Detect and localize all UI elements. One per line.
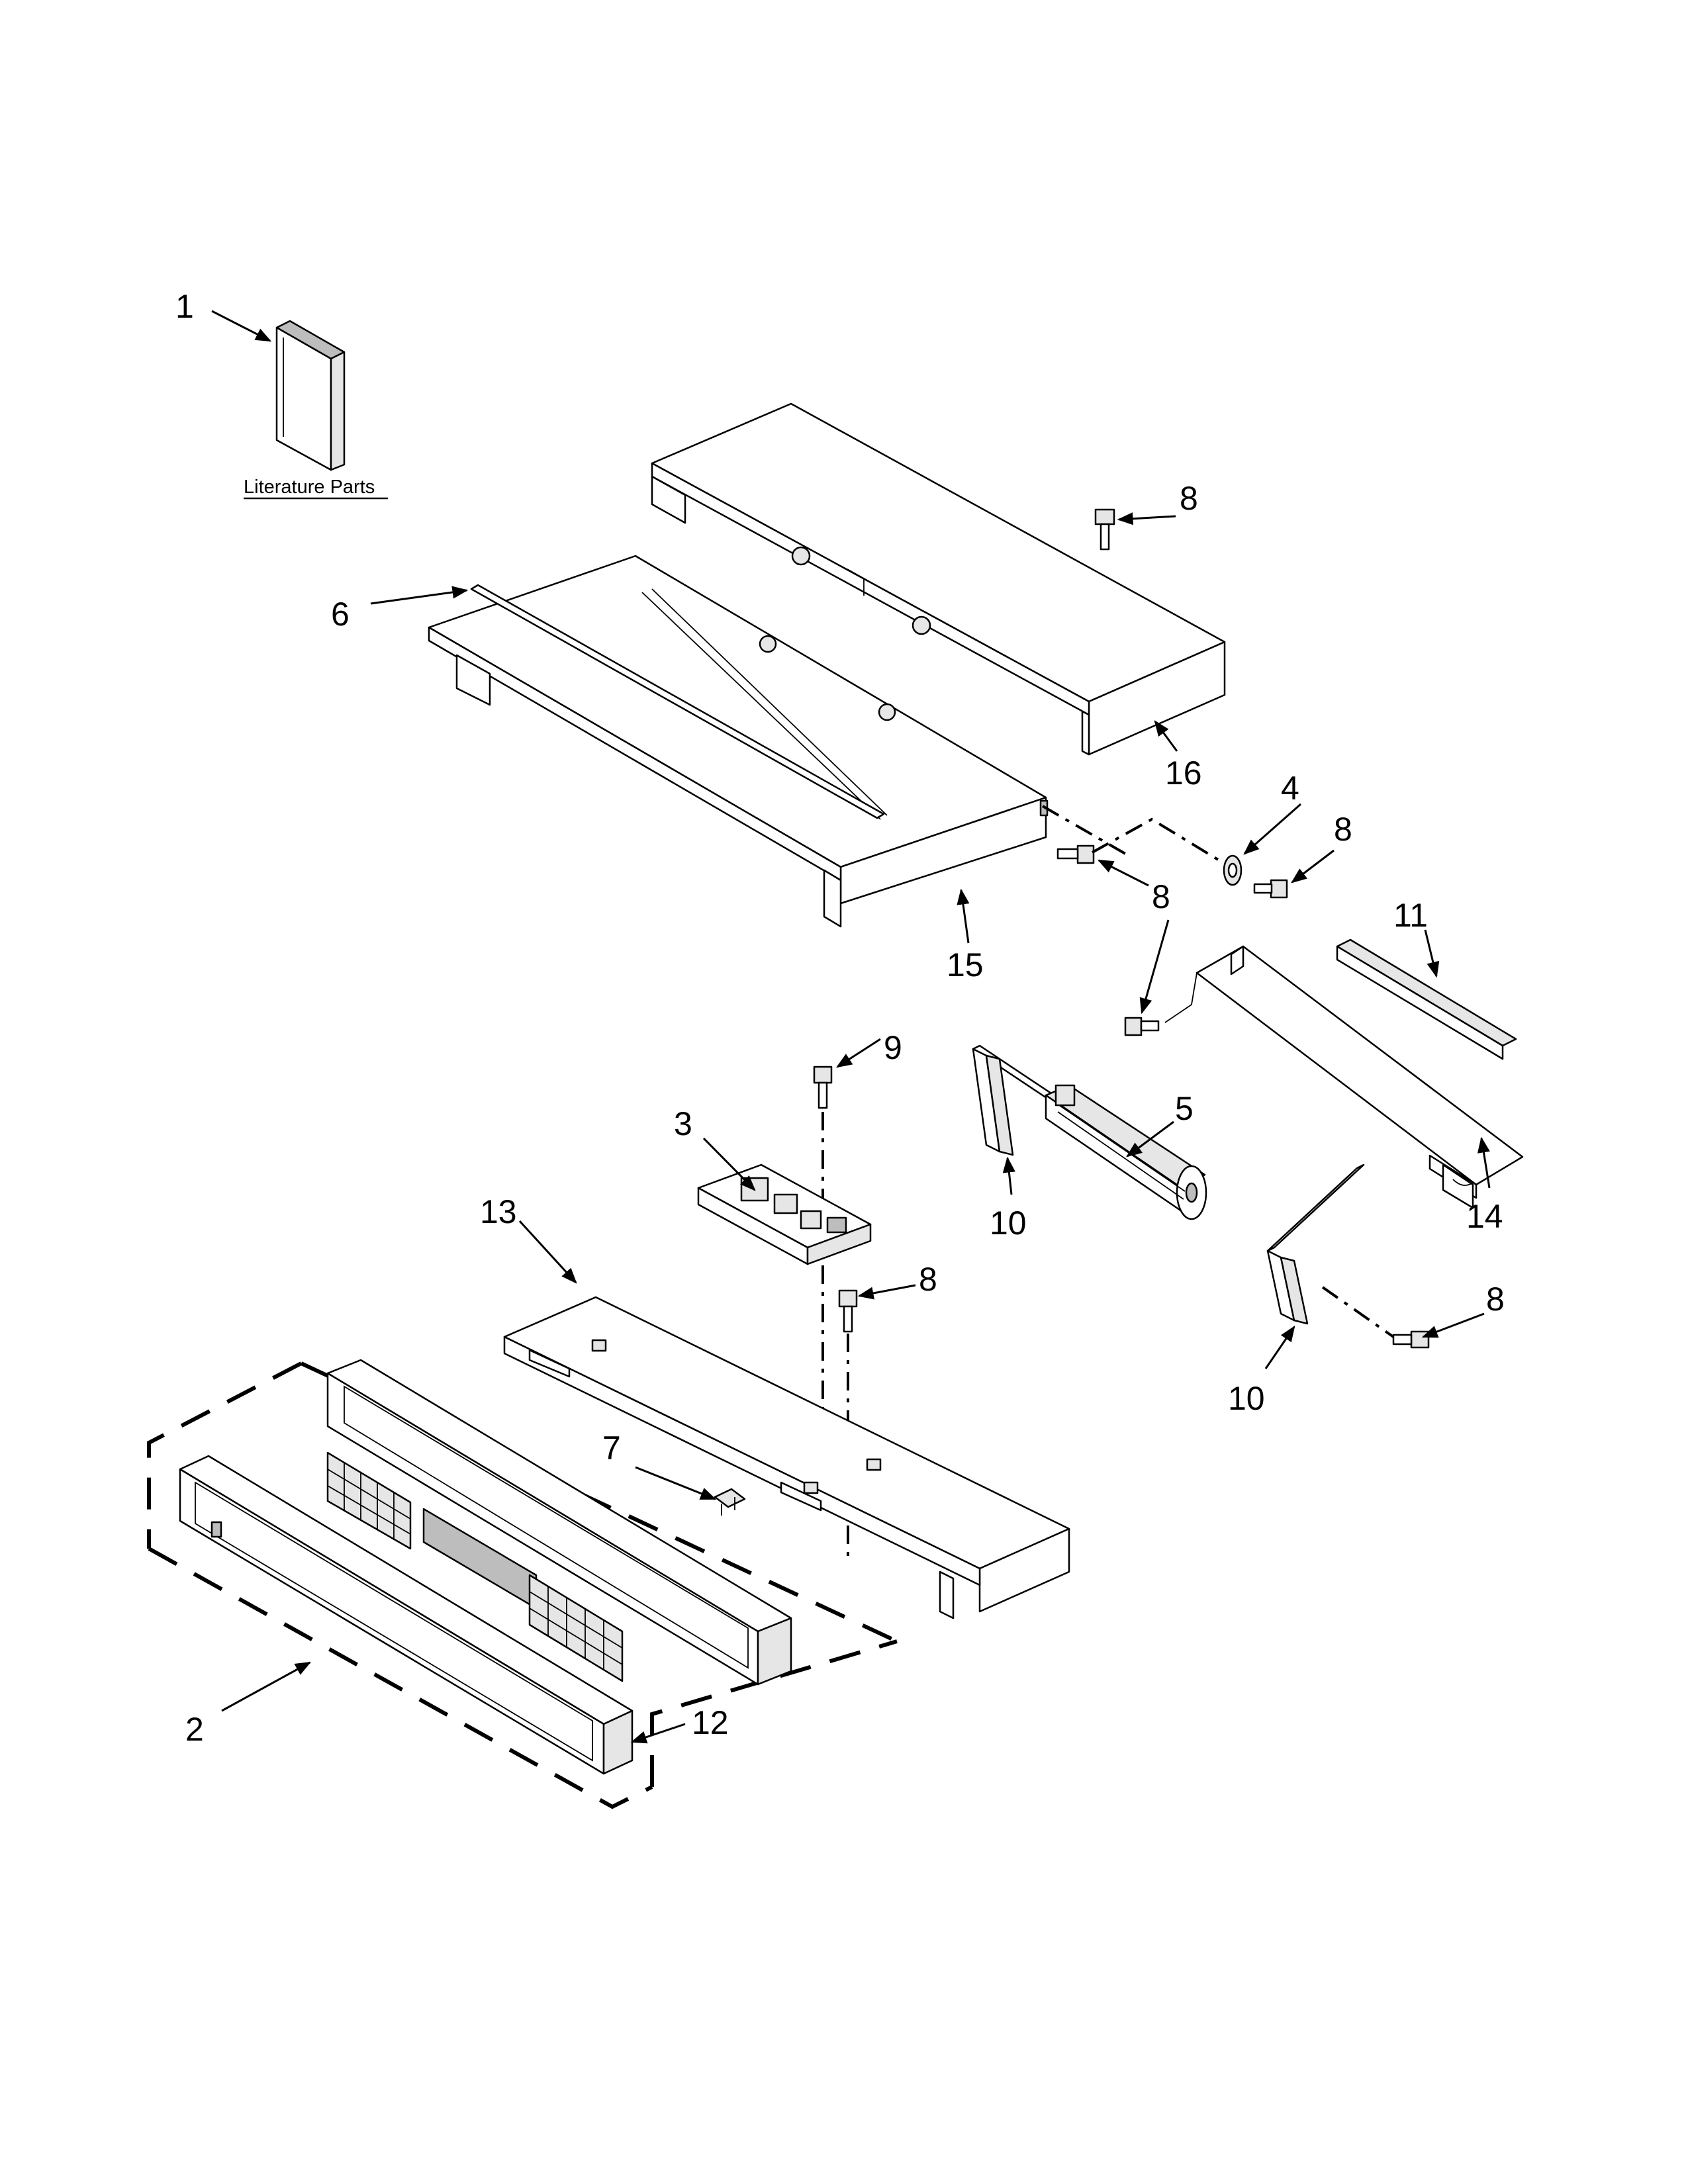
callout-10: 10	[990, 1205, 1027, 1242]
callout-12: 12	[692, 1704, 729, 1741]
screw-icon	[1094, 508, 1115, 551]
leader-8c	[1097, 859, 1149, 887]
callout-8: 8	[1486, 1281, 1505, 1318]
touchpad-overlay-part-12	[326, 1359, 792, 1686]
assembly-line	[1321, 1286, 1395, 1338]
washer-icon	[1223, 854, 1243, 886]
callout-16: 16	[1165, 754, 1202, 792]
leader-15	[957, 888, 970, 944]
callout-7: 7	[602, 1430, 621, 1467]
leader-11	[1424, 929, 1440, 978]
insulation-strip-part-11	[1336, 938, 1517, 1060]
leader-5	[1126, 1120, 1174, 1158]
callout-15: 15	[947, 946, 984, 983]
leader-3	[702, 1137, 756, 1191]
rear-panel-part-16	[651, 402, 1226, 756]
blower-fan-part-5	[1045, 1084, 1207, 1220]
leader-16	[1154, 720, 1178, 752]
callout-14: 14	[1466, 1198, 1503, 1235]
callout-8: 8	[919, 1261, 937, 1298]
bracket-part-14	[1164, 945, 1524, 1209]
switch-part-7	[714, 1488, 746, 1516]
screw-icon	[1056, 844, 1095, 864]
mounting-hole-icon	[878, 703, 896, 721]
leader-6	[370, 586, 469, 605]
leader-14	[1477, 1136, 1491, 1189]
leader-2	[221, 1661, 312, 1712]
leader-12	[630, 1723, 686, 1744]
assembly-outline	[147, 1361, 303, 1549]
top-panel-part-15	[428, 555, 1049, 928]
callout-6: 6	[331, 596, 350, 633]
fan-bracket-part-10	[972, 1044, 1060, 1156]
screw-icon	[1124, 1017, 1160, 1036]
assembly-line	[1092, 817, 1226, 865]
callout-3: 3	[674, 1105, 692, 1142]
leader-8d	[1139, 919, 1170, 1015]
leader-8b	[1291, 849, 1335, 884]
mounting-hole-icon	[759, 635, 777, 653]
callout-8: 8	[1180, 480, 1198, 517]
assembly-outline	[148, 1547, 653, 1809]
mounting-hole-icon	[912, 615, 931, 635]
keypad-grid-icon	[326, 1451, 412, 1550]
callout-2: 2	[185, 1711, 204, 1748]
screw-icon	[1253, 879, 1288, 899]
callout-10: 10	[1228, 1380, 1265, 1417]
leader-4	[1243, 803, 1301, 855]
leader-8a	[1117, 512, 1176, 525]
leader-8f	[1421, 1312, 1485, 1338]
mounting-hole-icon	[791, 546, 811, 566]
assembly-line	[1042, 805, 1126, 855]
literature-parts-label: Literature Parts	[244, 477, 375, 498]
callout-4: 4	[1281, 770, 1299, 807]
callout-11: 11	[1393, 897, 1428, 934]
control-support-part-13	[503, 1296, 1070, 1619]
callout-13: 13	[480, 1193, 517, 1230]
assembly-outline	[650, 1639, 898, 1787]
callout-9: 9	[884, 1029, 902, 1066]
trim-strip-part-6	[470, 584, 885, 819]
leader-1	[211, 310, 272, 342]
literature-parts-booklet	[275, 320, 346, 471]
control-panel-part-2	[179, 1455, 633, 1775]
leader-8e	[857, 1284, 916, 1300]
callout-8: 8	[1152, 878, 1170, 915]
leader-7	[635, 1466, 717, 1500]
leader-13	[518, 1220, 577, 1284]
control-board-part-3	[697, 1163, 872, 1265]
screw-icon	[1392, 1330, 1430, 1349]
screw-icon	[813, 1066, 833, 1109]
callout-5: 5	[1175, 1090, 1194, 1127]
callout-8: 8	[1334, 811, 1352, 848]
leader-9	[835, 1038, 881, 1068]
keypad-grid-icon	[528, 1574, 624, 1682]
callout-1: 1	[175, 288, 194, 325]
screw-icon	[838, 1289, 858, 1333]
leader-10a	[1002, 1156, 1015, 1195]
fan-bracket-part-10	[1266, 1163, 1365, 1325]
leader-10b	[1264, 1326, 1295, 1369]
